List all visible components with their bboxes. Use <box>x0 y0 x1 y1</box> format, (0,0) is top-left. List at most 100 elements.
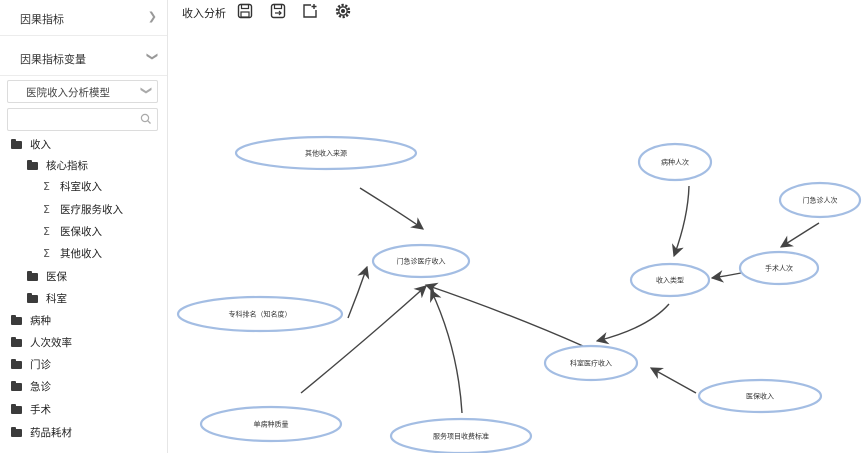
edge-disease-to-income_type[interactable] <box>672 185 690 258</box>
tree-label: 病种 <box>30 315 51 327</box>
accordion-causal-variables[interactable]: 因果指标变量 ❯ <box>0 40 167 76</box>
chevron-right-icon: ❯ <box>147 10 157 23</box>
toolbar: 收入分析 <box>168 0 865 28</box>
node-label: 单病种质量 <box>254 420 289 429</box>
tree-label: 急诊 <box>30 381 51 393</box>
node-label: 专科排名（知名度） <box>229 310 292 319</box>
settings-icon[interactable] <box>334 2 352 24</box>
tree-folder-drugs[interactable]: 药品耗材 <box>11 425 72 445</box>
sigma-icon: Σ <box>43 203 50 216</box>
new-file-icon[interactable] <box>301 2 319 24</box>
tree-label: 核心指标 <box>46 160 88 172</box>
node-label: 门急诊人次 <box>803 196 838 205</box>
model-select[interactable]: 医院收入分析模型 ❯ <box>7 80 158 103</box>
edge-dept-to-opd[interactable] <box>424 282 584 347</box>
accordion-label: 因果指标变量 <box>20 53 86 66</box>
tree-label: 其他收入 <box>60 248 102 260</box>
sigma-icon: Σ <box>43 225 50 238</box>
node-ellipse[interactable] <box>371 243 471 279</box>
edge-surgery-to-income_type[interactable] <box>710 270 742 283</box>
tree-label: 手术 <box>30 404 51 416</box>
node-label: 病种人次 <box>661 158 689 167</box>
edge-specialty-to-opd[interactable] <box>347 265 370 319</box>
node-label: 服务项目收费标准 <box>433 432 489 441</box>
folder-icon <box>27 293 38 303</box>
tree-folder-core[interactable]: 核心指标 <box>27 158 88 178</box>
node-ellipse[interactable] <box>637 142 713 182</box>
node-ellipse[interactable] <box>629 262 711 298</box>
node-ellipse[interactable] <box>234 135 418 171</box>
tree-folder-emergency[interactable]: 急诊 <box>11 379 51 399</box>
save-icon[interactable] <box>236 2 254 24</box>
causal-graph-canvas[interactable]: 其他收入来源门急诊医疗收入专科排名（知名度） 单病种质量服务项目收费标准 病种人次收… <box>168 28 865 455</box>
node-ellipse[interactable] <box>697 378 823 414</box>
node-ellipse[interactable] <box>738 250 820 286</box>
folder-icon <box>11 427 22 437</box>
folder-icon <box>11 404 22 414</box>
edge-income_type-to-dept[interactable] <box>595 303 670 345</box>
folder-icon <box>11 315 22 325</box>
node-ellipse[interactable] <box>543 344 639 382</box>
search-input[interactable] <box>7 108 158 131</box>
tree-folder-income[interactable]: 收入 <box>11 137 51 157</box>
edge-single-to-opd[interactable] <box>300 285 427 394</box>
chevron-down-icon: ❯ <box>139 85 153 96</box>
node-label: 手术人次 <box>765 264 793 273</box>
graph-node-specialty[interactable]: 专科排名（知名度） <box>176 295 344 333</box>
folder-icon <box>11 337 22 347</box>
node-label: 其他收入来源 <box>305 149 347 158</box>
accordion-causal-indicators[interactable]: 因果指标 ❯ <box>0 0 167 36</box>
graph-node-dept[interactable]: 科室医疗收入 <box>543 344 639 382</box>
tree-metric-dept-income[interactable]: Σ 科室收入 <box>43 179 102 199</box>
node-ellipse[interactable] <box>176 295 344 333</box>
tree-folder-disease[interactable]: 病种 <box>11 313 51 333</box>
node-ellipse[interactable] <box>199 405 343 443</box>
tree-label: 医保收入 <box>60 226 102 238</box>
node-ellipse[interactable] <box>778 181 862 219</box>
tree-folder-efficiency[interactable]: 人次效率 <box>11 335 72 355</box>
tree-metric-other[interactable]: Σ 其他收入 <box>43 246 102 266</box>
tree-metric-insurance[interactable]: Σ 医保收入 <box>43 224 102 244</box>
tree-folder-outpatient[interactable]: 门诊 <box>11 357 51 377</box>
graph-node-other[interactable]: 其他收入来源 <box>234 135 418 171</box>
sigma-icon: Σ <box>43 247 50 260</box>
accordion-label: 因果指标 <box>20 13 64 26</box>
node-label: 收入类型 <box>656 276 684 285</box>
save-as-icon[interactable] <box>269 2 287 24</box>
model-select-value: 医院收入分析模型 <box>26 87 110 99</box>
sigma-icon: Σ <box>43 180 50 193</box>
graph-node-surgery[interactable]: 手术人次 <box>738 250 820 286</box>
sidebar: 因果指标 ❯ 因果指标变量 ❯ 医院收入分析模型 ❯ 收入 核心指标 Σ 科室收入… <box>0 0 168 453</box>
folder-icon <box>27 271 38 281</box>
tree-label: 门诊 <box>30 359 51 371</box>
tree-label: 人次效率 <box>30 337 72 349</box>
page-title: 收入分析 <box>182 7 226 20</box>
tree-label: 科室 <box>46 293 67 305</box>
graph-node-insurance[interactable]: 医保收入 <box>697 378 823 414</box>
folder-icon <box>11 139 22 149</box>
edge-service-to-opd[interactable] <box>430 288 463 414</box>
graph-node-emergency[interactable]: 门急诊人次 <box>778 181 862 219</box>
tree-label: 收入 <box>30 139 51 151</box>
search-icon <box>139 111 153 130</box>
edge-other-to-opd[interactable] <box>359 187 425 230</box>
folder-icon <box>11 359 22 369</box>
tree-folder-surgery[interactable]: 手术 <box>11 402 51 422</box>
node-label: 科室医疗收入 <box>570 359 612 368</box>
tree-label: 药品耗材 <box>30 427 72 439</box>
edge-insurance-to-dept[interactable] <box>649 367 697 394</box>
tree-label: 科室收入 <box>60 181 102 193</box>
graph-node-opd[interactable]: 门急诊医疗收入 <box>371 243 471 279</box>
folder-icon <box>27 160 38 170</box>
node-label: 医保收入 <box>746 392 774 401</box>
graph-node-disease[interactable]: 病种人次 <box>637 142 713 182</box>
folder-icon <box>11 381 22 391</box>
tree-metric-medical-service[interactable]: Σ 医疗服务收入 <box>43 202 123 222</box>
tree-folder-dept[interactable]: 科室 <box>27 291 67 311</box>
graph-node-single[interactable]: 单病种质量 <box>199 405 343 443</box>
graph-node-service[interactable]: 服务项目收费标准 <box>389 417 533 455</box>
edge-emergency-to-surgery[interactable] <box>779 222 820 248</box>
tree-label: 医疗服务收入 <box>60 204 123 216</box>
graph-node-income_type[interactable]: 收入类型 <box>629 262 711 298</box>
tree-folder-insurance[interactable]: 医保 <box>27 269 67 289</box>
